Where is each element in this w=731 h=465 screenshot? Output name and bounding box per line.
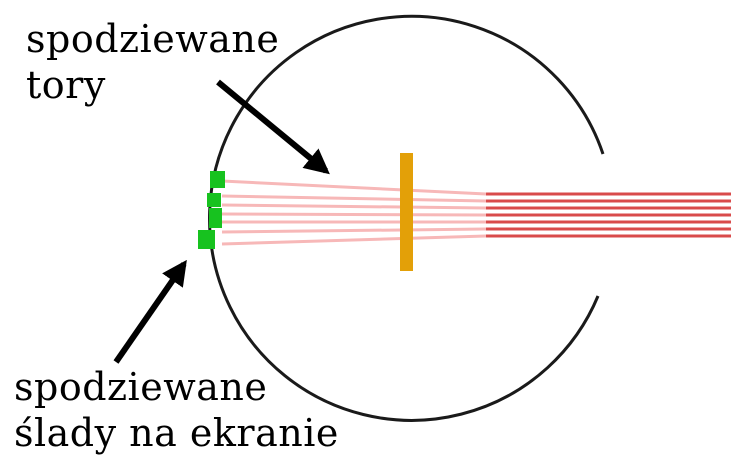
- label-expected-tracks-line2: tory: [26, 63, 106, 107]
- incoming-beam: [486, 192, 731, 238]
- expected-tracks: [221, 179, 487, 246]
- arrow-to-tracks: [216, 79, 330, 175]
- expected-screen-marks: [198, 171, 225, 249]
- label-expected-screen-marks: spodziewane ślady na ekranie: [14, 364, 339, 456]
- arrow-to-screen-marks: [113, 259, 187, 364]
- label-expected-tracks-line1: spodziewane: [26, 17, 280, 61]
- label-expected-screen-marks-line1: spodziewane: [14, 365, 268, 409]
- label-expected-tracks: spodziewane tory: [26, 16, 279, 108]
- label-expected-screen-marks-line2: ślady na ekranie: [14, 411, 339, 455]
- foil-target: [400, 153, 413, 271]
